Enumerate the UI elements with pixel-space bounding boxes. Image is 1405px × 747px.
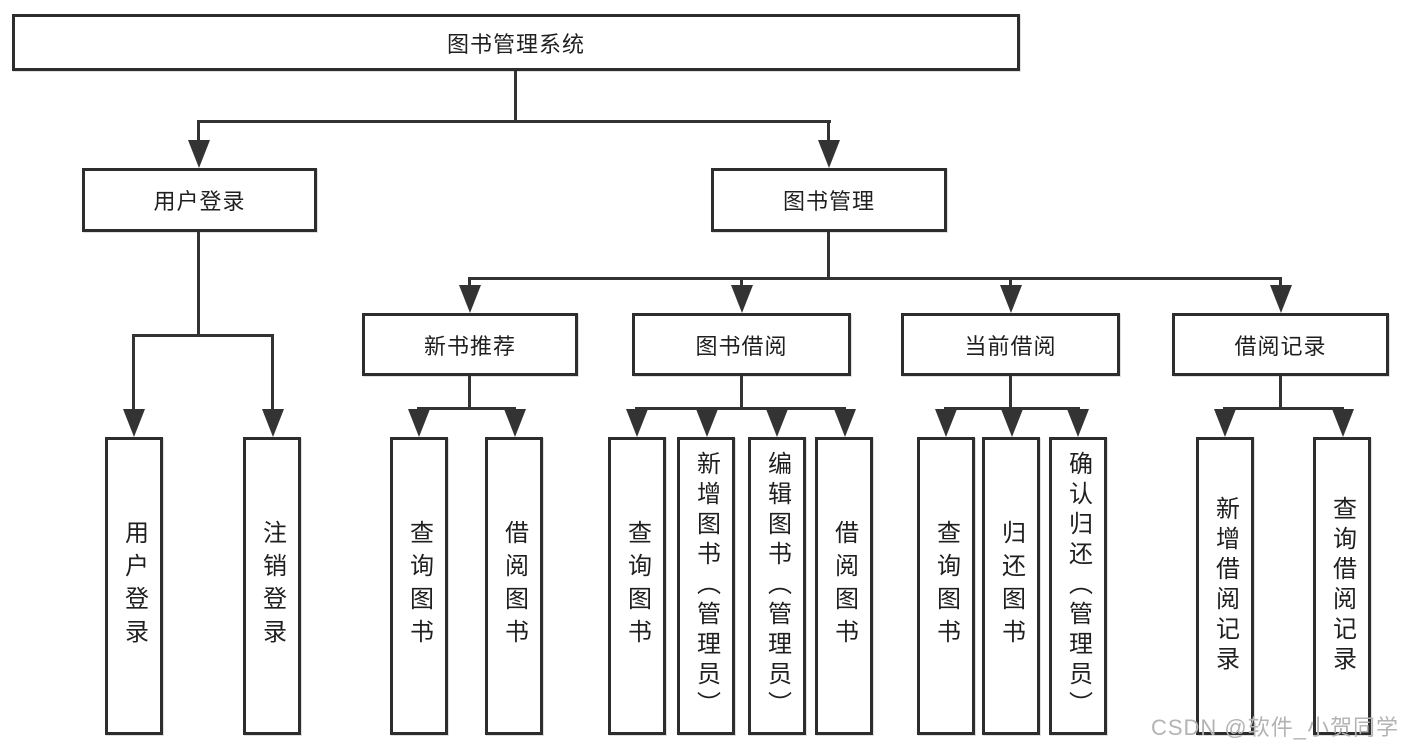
connector-root-bus (197, 120, 831, 123)
connector-drop-current-borrowing (1009, 277, 1012, 289)
connector-book-borrowing-stem (740, 376, 743, 410)
node-library-management-system: 图书管理系统 (12, 14, 1020, 71)
leaf-borrow-books-recommend: 借阅图书 (485, 437, 543, 735)
node-label: 编辑图书（管理员） (763, 451, 791, 721)
arrow-down-icon (1332, 409, 1354, 437)
node-new-book-recommendation: 新书推荐 (362, 313, 578, 376)
node-label: 新增图书（管理员） (692, 451, 720, 721)
leaf-add-borrow-record: 新增借阅记录 (1196, 437, 1254, 735)
node-label: 归还图书 (997, 520, 1025, 652)
connector-borrowing-records-bus (1223, 407, 1343, 410)
node-label: 新书推荐 (423, 333, 516, 359)
leaf-confirm-return-admin: 确认归还（管理员） (1049, 437, 1107, 735)
connector-user-login-bus (132, 334, 274, 337)
arrow-down-icon (123, 409, 145, 437)
connector-drop-new-book (468, 277, 471, 289)
node-label: 当前借阅 (964, 333, 1057, 359)
leaf-query-books-recommend: 查询图书 (390, 437, 448, 735)
node-label: 图书管理系统 (446, 31, 585, 57)
leaf-add-books-admin: 新增图书（管理员） (677, 437, 735, 735)
node-label: 查询图书 (932, 520, 960, 652)
connector-drop-user-login (197, 120, 200, 146)
node-label: 查询图书 (623, 520, 651, 652)
arrow-down-icon (834, 409, 856, 437)
leaf-query-books-current: 查询图书 (917, 437, 975, 735)
connector-book-borrowing-bus (635, 407, 846, 410)
node-label: 注销登录 (258, 520, 286, 652)
arrow-down-icon (1000, 285, 1022, 313)
node-label: 图书管理 (782, 189, 875, 214)
arrow-down-icon (731, 285, 753, 313)
arrow-down-icon (1001, 409, 1023, 437)
leaf-return-books: 归还图书 (982, 437, 1040, 735)
leaf-query-books-borrow: 查询图书 (608, 437, 666, 735)
connector-drop-book-management (827, 120, 830, 146)
leaf-edit-books-admin: 编辑图书（管理员） (748, 437, 806, 735)
connector-book-management-stem (827, 232, 830, 280)
node-label: 查询借阅记录 (1328, 496, 1356, 676)
connector-current-borrowing-stem (1009, 376, 1012, 410)
leaf-query-borrow-record: 查询借阅记录 (1313, 437, 1371, 735)
connector-drop-leaf-logout (271, 334, 274, 414)
node-book-borrowing: 图书借阅 (632, 313, 851, 376)
arrow-down-icon (766, 409, 788, 437)
arrow-down-icon (504, 409, 526, 437)
leaf-user-login: 用户登录 (105, 437, 163, 735)
arrow-down-icon (1270, 285, 1292, 313)
arrow-down-icon (935, 409, 957, 437)
connector-root-stem (514, 71, 517, 123)
arrow-down-icon (262, 409, 284, 437)
node-label: 图书借阅 (695, 333, 788, 359)
arrow-down-icon (408, 409, 430, 437)
node-label: 新增借阅记录 (1211, 496, 1239, 676)
connector-drop-leaf-user-login (132, 334, 135, 414)
node-label: 确认归还（管理员） (1064, 451, 1092, 721)
connector-borrowing-records-stem (1279, 376, 1282, 410)
arrow-down-icon (626, 409, 648, 437)
watermark: CSDN @软件_小贺同学 (1150, 715, 1399, 740)
leaf-logout: 注销登录 (243, 437, 301, 735)
node-user-login: 用户登录 (82, 168, 317, 232)
arrow-down-icon (188, 140, 210, 168)
arrow-down-icon (1067, 409, 1089, 437)
arrow-down-icon (696, 409, 718, 437)
leaf-borrow-books: 借阅图书 (815, 437, 873, 735)
node-label: 用户登录 (153, 189, 246, 214)
node-label: 借阅图书 (830, 520, 858, 652)
node-current-borrowing: 当前借阅 (901, 313, 1120, 376)
arrow-down-icon (818, 140, 840, 168)
connector-new-book-bus (417, 407, 516, 410)
node-book-management: 图书管理 (711, 168, 947, 232)
node-label: 用户登录 (120, 520, 148, 652)
node-label: 借阅图书 (500, 520, 528, 652)
node-borrowing-records: 借阅记录 (1172, 313, 1389, 376)
connector-new-book-stem (468, 376, 471, 410)
connector-drop-book-borrowing (740, 277, 743, 289)
node-label: 借阅记录 (1234, 333, 1327, 359)
arrow-down-icon (459, 285, 481, 313)
connector-user-login-stem (197, 232, 200, 337)
node-label: 查询图书 (405, 520, 433, 652)
connector-drop-borrowing-records (1279, 277, 1282, 289)
arrow-down-icon (1214, 409, 1236, 437)
connector-book-management-bus (468, 277, 1282, 280)
